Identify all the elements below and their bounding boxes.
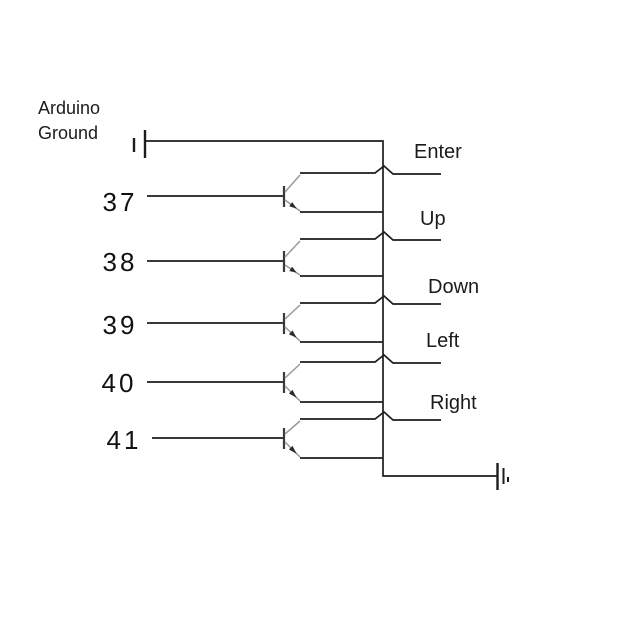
transistor-row-37 (147, 164, 441, 213)
npn-transistor-icon (282, 240, 301, 276)
npn-transistor-icon (282, 304, 301, 342)
transistor-collector-lead (284, 240, 301, 258)
ground-bus-wire (146, 140, 497, 477)
collector-wire-hop (300, 164, 441, 175)
button-label-right: Right (430, 392, 477, 414)
arduino-ground-label: Arduino Ground (38, 98, 101, 143)
npn-transistor-icon (282, 420, 301, 458)
pin-label-40: 40 (101, 368, 137, 398)
transistor-collector-lead (284, 363, 301, 379)
transistor-row-41 (152, 410, 441, 459)
transistor-row-39 (147, 294, 441, 343)
button-label-left: Left (426, 330, 460, 352)
collector-wire-hop (300, 294, 441, 305)
emitter-arrow (288, 445, 297, 454)
emitter-arrow (288, 330, 297, 338)
collector-wire-hop (300, 230, 441, 241)
button-label-up: Up (420, 208, 446, 230)
ground-symbol-top (132, 130, 147, 158)
emitter-arrow (289, 202, 297, 209)
pin-label-37: 37 (102, 187, 138, 217)
pin-label-39: 39 (102, 310, 138, 340)
transistor-row-38 (147, 230, 441, 277)
emitter-arrow (289, 266, 297, 273)
transistor-collector-lead (284, 174, 301, 193)
transistor-collector-lead (284, 304, 301, 320)
button-label-enter: Enter (414, 141, 462, 163)
npn-transistor-icon (282, 363, 301, 402)
npn-transistor-icon (282, 174, 301, 212)
ground-symbol-bottom (496, 463, 509, 490)
pin-label-38: 38 (102, 247, 138, 277)
collector-wire-hop (300, 353, 441, 364)
transistor-collector-lead (284, 420, 301, 435)
button-label-down: Down (428, 276, 480, 298)
emitter-arrow (288, 389, 297, 398)
collector-wire-hop (300, 410, 441, 421)
pin-label-41: 41 (106, 425, 142, 455)
transistor-row-40 (147, 353, 441, 403)
